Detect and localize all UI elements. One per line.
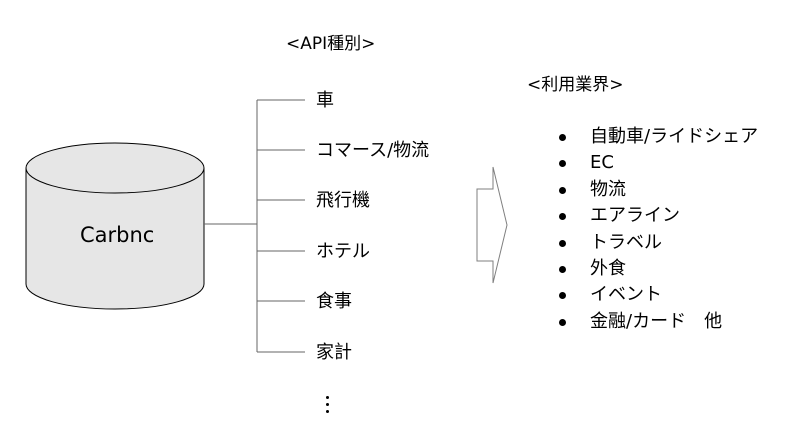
industry-item-event: イベント bbox=[557, 282, 758, 308]
industry-item-label: 物流 bbox=[590, 178, 626, 200]
industry-item-label: トラベル bbox=[590, 231, 662, 253]
api-item-hotel: ホテル bbox=[316, 241, 370, 262]
industry-item-label: イベント bbox=[590, 284, 662, 306]
api-item-commerce-logistics: コマース/物流 bbox=[316, 140, 430, 161]
industry-list: 自動車/ライドシェア EC 物流 エアライン トラベル 外食 イベント 金融/ bbox=[557, 124, 758, 335]
industry-item-label: 外食 bbox=[590, 257, 626, 279]
industry-item-label: 自動車/ライドシェア bbox=[590, 126, 759, 147]
industry-item-label: EC bbox=[590, 152, 614, 174]
api-tree-lines bbox=[204, 99, 305, 353]
vertical-ellipsis-icon bbox=[323, 396, 333, 417]
api-item-meal: 食事 bbox=[316, 291, 352, 312]
database-cylinder-icon bbox=[25, 142, 205, 310]
industry-item-ec: EC bbox=[557, 150, 758, 176]
bullet-icon bbox=[559, 134, 566, 141]
bullet-icon bbox=[559, 292, 566, 300]
industry-item-travel: トラベル bbox=[557, 230, 758, 256]
bullet-icon bbox=[559, 186, 566, 194]
ellipsis-dot bbox=[326, 396, 329, 399]
bullet-icon bbox=[559, 318, 566, 326]
ellipsis-dot bbox=[326, 403, 329, 406]
industry-item-label: 金融/カード 他 bbox=[590, 310, 723, 332]
industry-item-logistics: 物流 bbox=[557, 177, 758, 203]
industry-item-label: エアライン bbox=[590, 205, 680, 227]
api-item-car: 車 bbox=[316, 90, 334, 111]
api-section-heading: <API種別> bbox=[286, 34, 376, 54]
bullet-icon bbox=[559, 213, 566, 221]
industry-item-automotive-rideshare: 自動車/ライドシェア bbox=[557, 124, 758, 150]
api-item-airplane: 飛行機 bbox=[316, 190, 370, 211]
bullet-icon bbox=[559, 265, 566, 273]
industry-item-finance-card: 金融/カード 他 bbox=[557, 309, 758, 335]
api-item-household: 家計 bbox=[316, 342, 352, 363]
industry-item-dining: 外食 bbox=[557, 256, 758, 282]
bullet-icon bbox=[559, 239, 566, 247]
ellipsis-dot bbox=[326, 410, 329, 413]
bullet-icon bbox=[559, 160, 566, 168]
database-label: Carbnc bbox=[80, 223, 155, 247]
right-arrow-icon bbox=[476, 166, 508, 284]
industry-section-heading: <利用業界> bbox=[527, 75, 624, 95]
industry-item-airline: エアライン bbox=[557, 203, 758, 229]
